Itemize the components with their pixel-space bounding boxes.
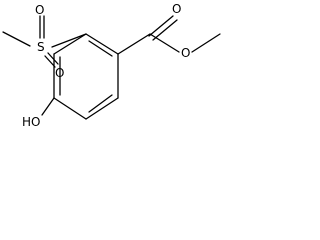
chemical-structure-diagram: S O O HO O O xyxy=(0,0,250,138)
ring-inner-double-1 xyxy=(88,40,113,57)
sulfonyl-oxygen-bottom-label: O xyxy=(55,66,64,80)
bond-ring-carbonyl xyxy=(117,33,151,55)
ester-oxygen-label: O xyxy=(181,46,190,60)
ring-bond-6 xyxy=(53,33,87,55)
bond-ring-hydroxyl xyxy=(41,97,55,116)
ring-inner-double-2 xyxy=(88,94,113,113)
sulfur-atom-label: S xyxy=(37,40,45,54)
bond-carbonyl-oxygen-a xyxy=(148,15,174,37)
bond-carbonyl-ester-oxygen xyxy=(149,33,180,53)
bond-sulfur-oxygen-bottom-a xyxy=(44,55,56,68)
hydroxyl-label: HO xyxy=(22,115,40,129)
bond-ester-oxygen-methyl xyxy=(191,33,221,53)
ring-bond-3 xyxy=(85,97,119,120)
sulfonyl-oxygen-top-label: O xyxy=(35,3,44,17)
ring-bond-1 xyxy=(85,33,119,55)
bond-sulfur-oxygen-bottom-b xyxy=(47,52,59,65)
bond-methyl-sulfur xyxy=(2,31,31,47)
bond-sulfur-ring xyxy=(51,33,87,48)
molecule-drawing: S O O HO O O xyxy=(2,2,221,129)
bond-carbonyl-oxygen-b xyxy=(152,19,178,41)
ring-bond-4 xyxy=(53,97,87,120)
carbonyl-oxygen-label: O xyxy=(172,2,181,16)
